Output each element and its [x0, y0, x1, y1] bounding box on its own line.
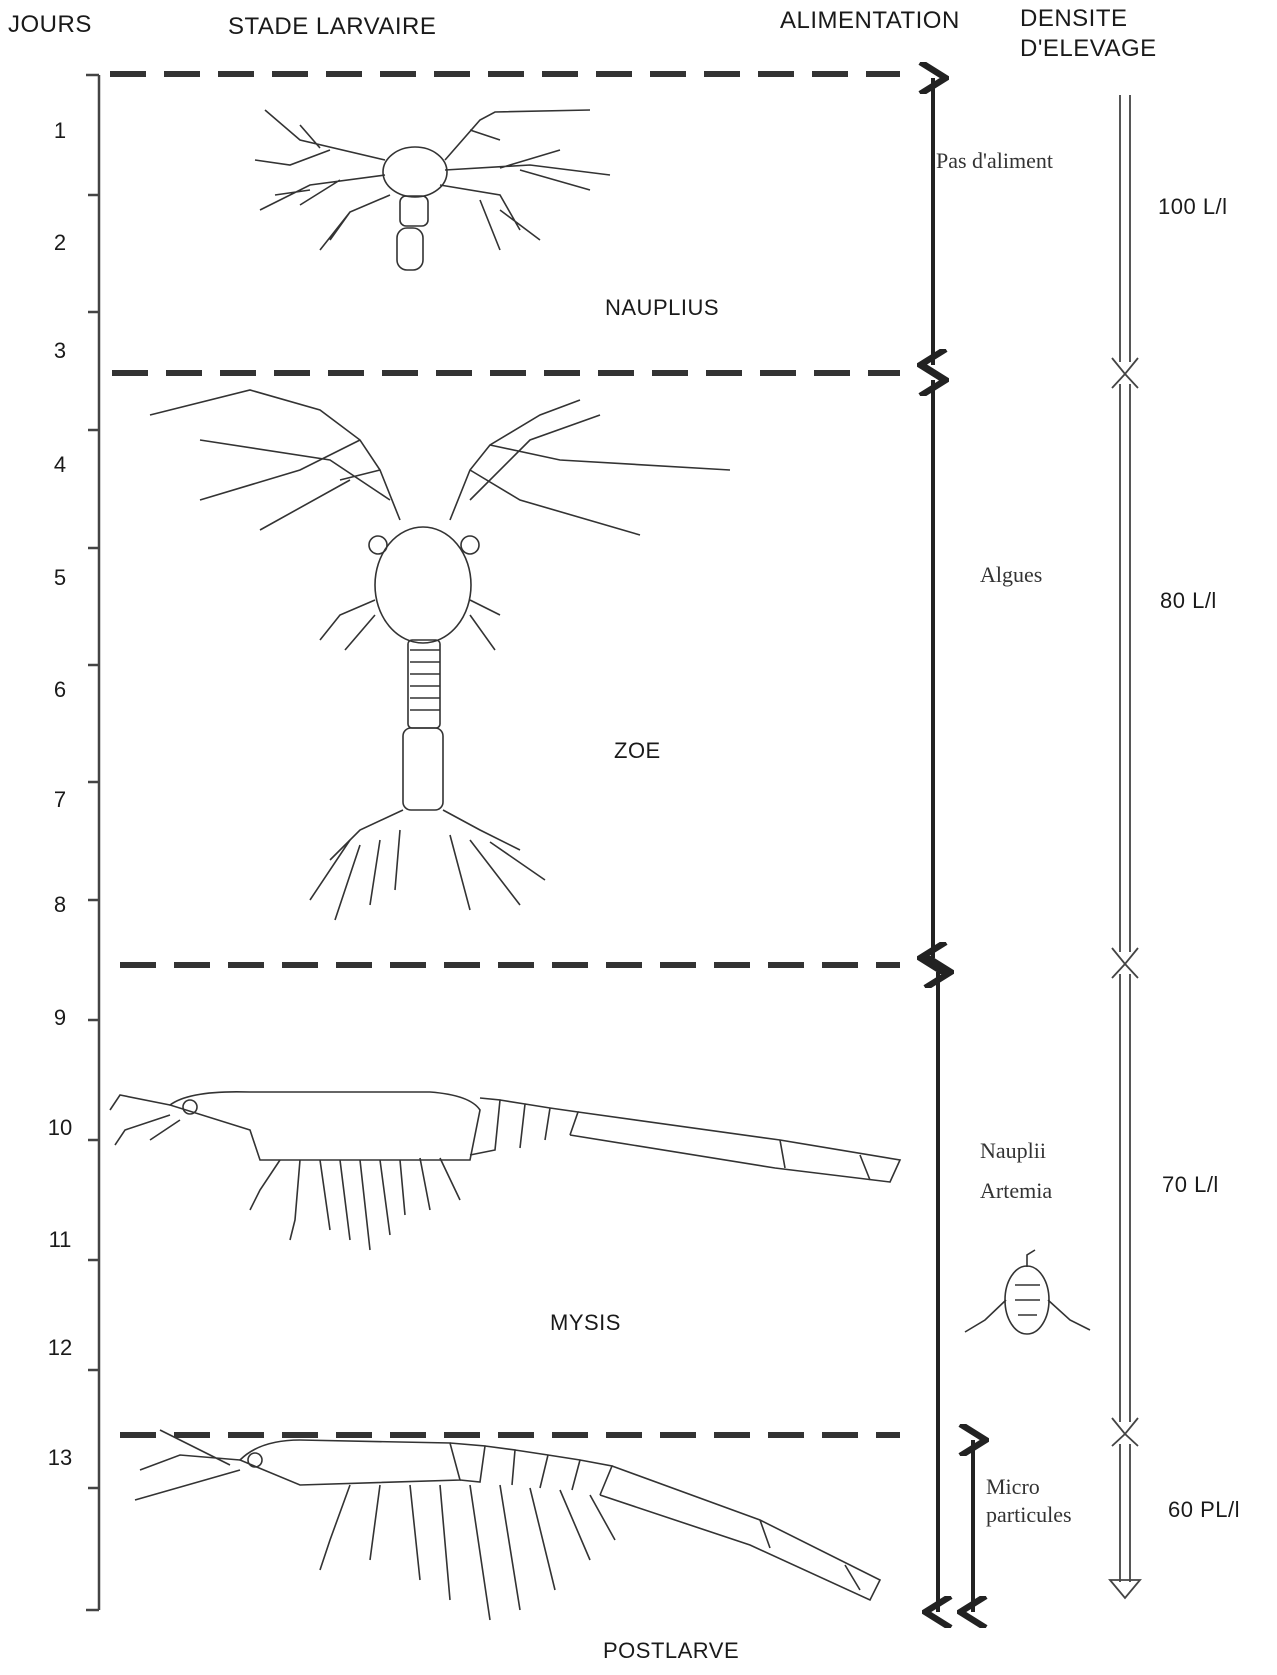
nauplius-drawing: [255, 110, 610, 270]
artemia-nauplius-drawing: [965, 1250, 1090, 1334]
mysis-drawing: [110, 1092, 900, 1250]
zoe-drawing: [150, 390, 730, 920]
postlarva-drawing: [135, 1430, 880, 1620]
density-arrows: [1110, 95, 1140, 1598]
day-axis: [86, 75, 99, 1610]
stage-separators: [110, 74, 900, 1435]
feeding-arrows: [933, 78, 973, 1612]
